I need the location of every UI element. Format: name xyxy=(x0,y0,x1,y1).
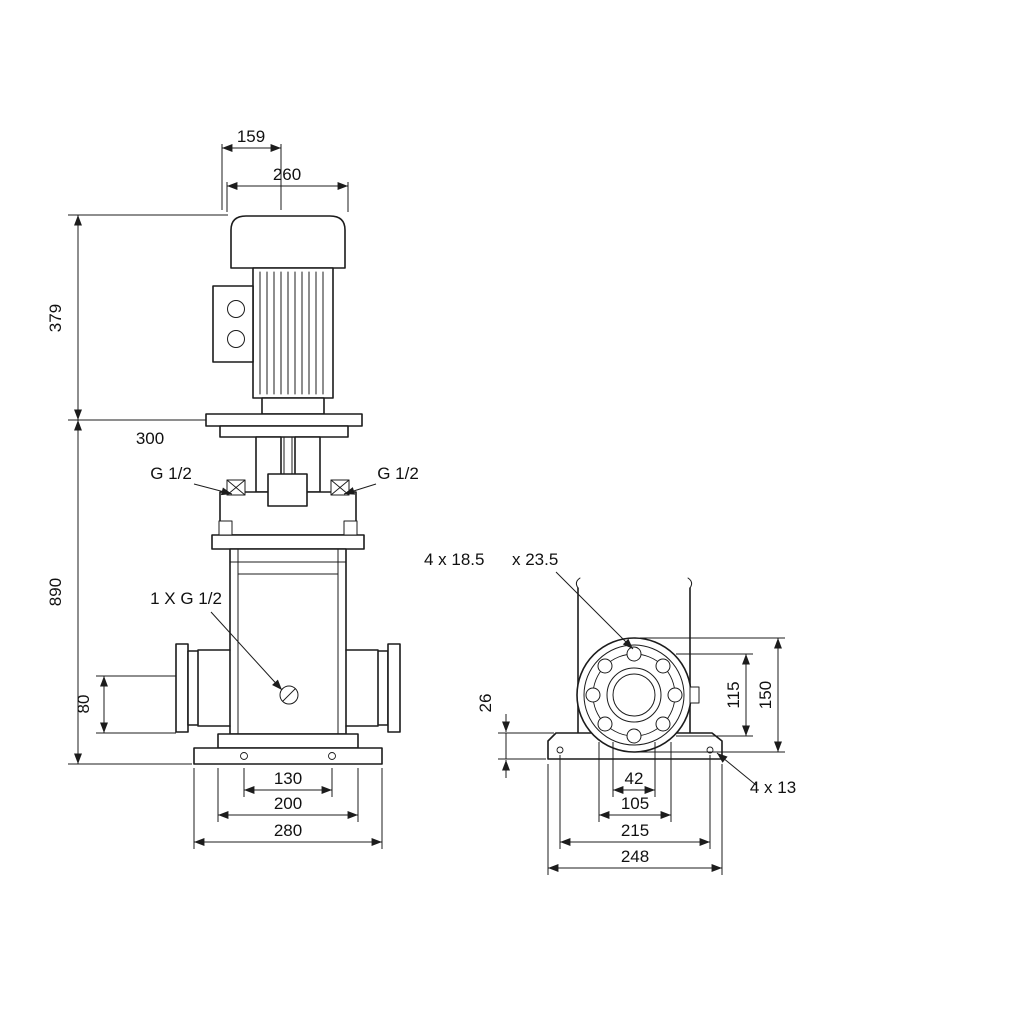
dim-280: 280 xyxy=(274,821,302,840)
base-block xyxy=(217,733,359,749)
dim-42: 42 xyxy=(625,769,644,788)
label-drain: 1 X G 1/2 xyxy=(150,589,222,608)
label-g12-left: G 1/2 xyxy=(150,464,192,483)
dim-260: 260 xyxy=(273,165,301,184)
motor-neck xyxy=(261,397,325,415)
base-plate xyxy=(193,747,383,765)
port-flange-face xyxy=(576,637,700,753)
label-g12-right: G 1/2 xyxy=(377,464,419,483)
port-flange-right-outer xyxy=(387,643,401,733)
dim-215: 215 xyxy=(621,821,649,840)
motor-stool-flange-upper xyxy=(205,413,363,427)
motor-body xyxy=(252,267,334,399)
label-flange-counterbore: x 23.5 xyxy=(512,550,558,569)
ports xyxy=(175,643,401,733)
gauge-tap xyxy=(689,686,700,704)
base-hole-right xyxy=(328,752,336,760)
base-bolt-hole-left xyxy=(556,746,564,754)
base-hole-left xyxy=(240,752,248,760)
motor-cooling-fins xyxy=(259,271,324,395)
dim-105: 105 xyxy=(621,794,649,813)
front-dimensions: 159 260 379 890 300 G 1/2 G 1/2 1 X G 1/… xyxy=(46,127,419,849)
pump-body xyxy=(229,548,347,735)
pump-head xyxy=(211,473,365,550)
side-view xyxy=(547,577,723,760)
terminal-box xyxy=(212,285,254,363)
dim-159: 159 xyxy=(237,127,265,146)
port-flange-left-inner xyxy=(187,650,199,726)
port-bore-outer xyxy=(606,667,662,723)
flange-bolt-holes xyxy=(585,646,683,744)
dim-150: 150 xyxy=(756,681,775,709)
plug-right xyxy=(330,479,350,496)
motor-fan-cover xyxy=(230,215,346,269)
base-front xyxy=(193,733,383,765)
dim-379: 379 xyxy=(46,304,65,332)
plug-left xyxy=(226,479,246,496)
cable-entry-hole-bottom xyxy=(227,330,245,348)
cable-entry-hole-top xyxy=(227,300,245,318)
motor xyxy=(205,215,363,438)
flange-raised-face xyxy=(583,644,685,746)
label-flange-holes: 4 x 18.5 xyxy=(424,550,485,569)
coupling-window xyxy=(267,473,308,507)
dim-200: 200 xyxy=(274,794,302,813)
front-view xyxy=(175,215,401,765)
port-flange-right-inner xyxy=(377,650,389,726)
dim-80: 80 xyxy=(74,695,93,714)
side-dimensions: 4 x 18.5 x 23.5 26 115 150 42 105 xyxy=(424,550,796,875)
base-bolt-hole-right xyxy=(706,746,714,754)
dim-130: 130 xyxy=(274,769,302,788)
dim-890: 890 xyxy=(46,578,65,606)
head-flange xyxy=(211,534,365,550)
chamber-stack xyxy=(229,548,347,735)
label-base-holes: 4 x 13 xyxy=(750,778,796,797)
dim-300: 300 xyxy=(136,429,164,448)
port-bore xyxy=(612,673,656,717)
staybolt-nut-left xyxy=(218,520,233,536)
dim-248: 248 xyxy=(621,847,649,866)
dim-115: 115 xyxy=(724,681,743,708)
staybolt-nut-right xyxy=(343,520,358,536)
dim-26: 26 xyxy=(476,694,495,713)
port-flange-left-outer xyxy=(175,643,189,733)
motor-stool-flange-lower xyxy=(219,425,349,438)
